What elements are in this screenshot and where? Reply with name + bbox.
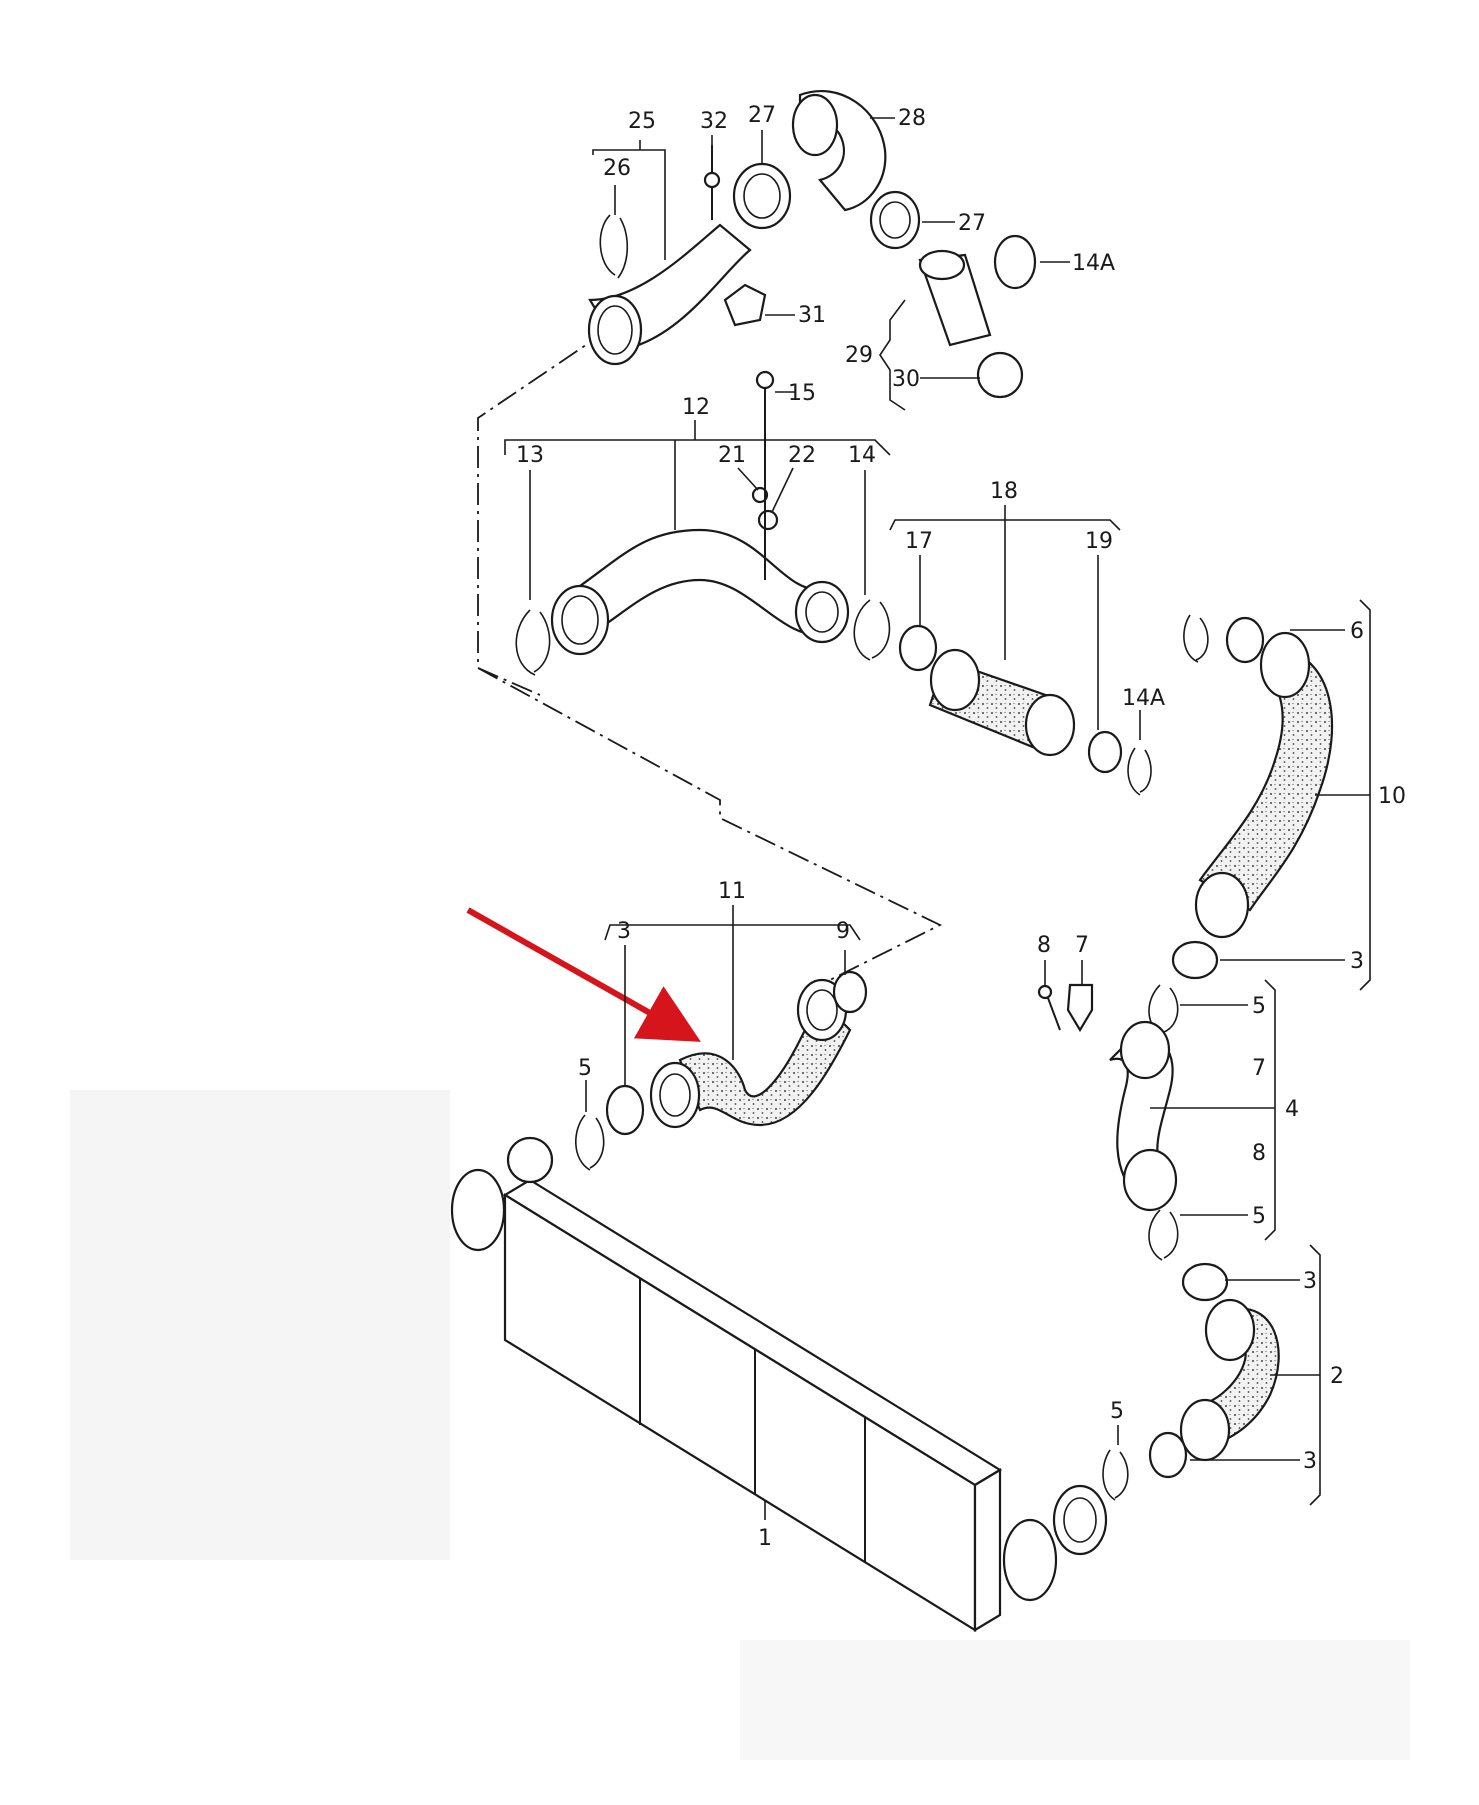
nut-part-22 bbox=[757, 509, 779, 531]
o-ring-part-3-bottom bbox=[1148, 1431, 1188, 1479]
callout-21: 21 bbox=[718, 443, 746, 468]
callout-labels: 25 26 32 27 28 27 14A 31 29 30 15 12 13 … bbox=[516, 103, 1406, 1551]
callout-18: 18 bbox=[990, 479, 1018, 504]
o-ring-part-3-left bbox=[605, 1084, 645, 1136]
callout-14a-top: 14A bbox=[1072, 251, 1115, 276]
clip-part-13 bbox=[515, 609, 551, 676]
pipe-end-flange bbox=[587, 294, 643, 366]
clip-part-26 bbox=[599, 214, 629, 279]
callout-15: 15 bbox=[788, 381, 816, 406]
callout-10: 10 bbox=[1378, 784, 1406, 809]
callout-14a-mid: 14A bbox=[1122, 686, 1165, 711]
sensor-part-31 bbox=[723, 283, 767, 327]
background-shade-bottom bbox=[740, 1640, 1410, 1760]
callout-2: 2 bbox=[1330, 1364, 1344, 1389]
seal-part-14a-top bbox=[993, 234, 1037, 290]
intercooler-outlet bbox=[1002, 1518, 1058, 1602]
right-hose-assembly bbox=[1171, 614, 1334, 980]
routing-lines bbox=[477, 329, 943, 986]
callout-3-right: 3 bbox=[1350, 949, 1364, 974]
callout-5-left: 5 bbox=[578, 1056, 592, 1081]
sensor-connector-assembly bbox=[1037, 983, 1229, 1302]
clamp-part-27b bbox=[869, 190, 921, 250]
callout-1: 1 bbox=[758, 1526, 772, 1551]
callout-26: 26 bbox=[603, 156, 631, 181]
callout-29: 29 bbox=[845, 343, 873, 368]
middle-charge-pipe-assembly bbox=[515, 370, 1152, 796]
callout-6: 6 bbox=[1350, 619, 1364, 644]
callout-12: 12 bbox=[682, 395, 710, 420]
callout-11: 11 bbox=[718, 879, 746, 904]
clip-part-5-bottom bbox=[1102, 1449, 1129, 1501]
callout-28: 28 bbox=[898, 106, 926, 131]
intercooler-part-1 bbox=[450, 1136, 1108, 1632]
callout-7-right: 7 bbox=[1252, 1056, 1266, 1081]
callout-5-upper-right: 5 bbox=[1252, 994, 1266, 1019]
clip-top-right bbox=[1183, 614, 1209, 663]
callout-22: 22 bbox=[788, 443, 816, 468]
intercooler-hose-part-11 bbox=[575, 970, 868, 1171]
clip-part-14a-mid bbox=[1127, 747, 1152, 796]
callout-3-left: 3 bbox=[617, 919, 631, 944]
intercooler-inlet bbox=[450, 1168, 506, 1252]
background-shade-left bbox=[70, 1090, 450, 1560]
o-ring-part-9 bbox=[832, 970, 868, 1014]
callout-27-right: 27 bbox=[958, 211, 986, 236]
callout-17: 17 bbox=[905, 529, 933, 554]
callout-5-lower-right: 5 bbox=[1252, 1204, 1266, 1229]
clip-part-5-lower bbox=[1148, 1209, 1179, 1261]
o-ring-part-6 bbox=[1225, 616, 1265, 664]
callout-31: 31 bbox=[798, 303, 826, 328]
hose-part-10 bbox=[1198, 648, 1334, 912]
clip-part-5-left bbox=[575, 1114, 605, 1171]
callout-27-top: 27 bbox=[748, 103, 776, 128]
callout-25: 25 bbox=[628, 109, 656, 134]
lower-right-hose-assembly bbox=[1102, 1298, 1280, 1501]
leader-lines bbox=[504, 117, 1371, 1520]
callout-13: 13 bbox=[516, 443, 544, 468]
callout-14: 14 bbox=[848, 443, 876, 468]
callout-9: 9 bbox=[836, 919, 850, 944]
callout-8-right: 8 bbox=[1252, 1141, 1266, 1166]
callout-5-bottom: 5 bbox=[1110, 1399, 1124, 1424]
o-ring-part-30 bbox=[976, 351, 1024, 399]
upper-turbo-pipe-assembly bbox=[587, 89, 1037, 399]
red-indicator-arrow bbox=[466, 907, 701, 1042]
o-ring-part-3-right bbox=[1171, 940, 1219, 980]
callout-4: 4 bbox=[1285, 1097, 1299, 1122]
o-ring-part-17 bbox=[898, 624, 938, 672]
callout-3-lower: 3 bbox=[1303, 1269, 1317, 1294]
sensor-part-7 bbox=[1066, 983, 1094, 1033]
callout-3-bottom: 3 bbox=[1303, 1449, 1317, 1474]
callout-19: 19 bbox=[1085, 529, 1113, 554]
callout-32: 32 bbox=[700, 109, 728, 134]
callout-8-top: 8 bbox=[1037, 933, 1051, 958]
callout-30: 30 bbox=[892, 367, 920, 392]
callout-7-top: 7 bbox=[1075, 933, 1089, 958]
washer-part-21 bbox=[751, 486, 769, 504]
o-ring-part-19 bbox=[1087, 730, 1123, 774]
clip-part-14 bbox=[853, 599, 891, 661]
o-ring-part-3-lower bbox=[1181, 1262, 1229, 1302]
